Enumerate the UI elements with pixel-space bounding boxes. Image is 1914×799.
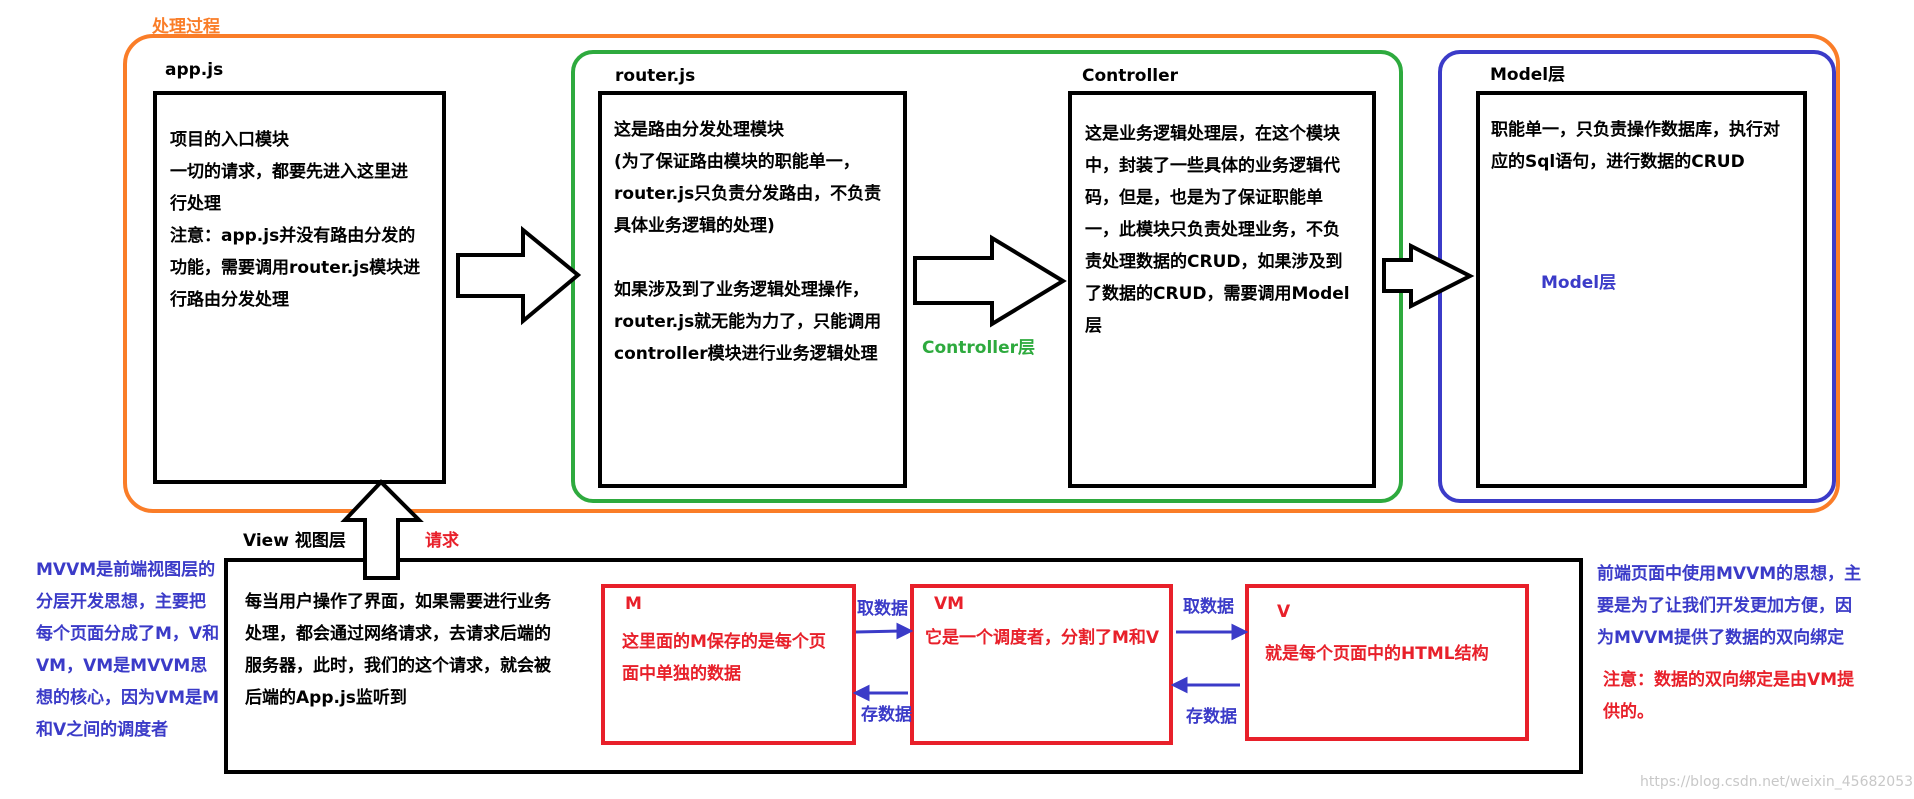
- controller-box: [1068, 91, 1376, 488]
- vm-text: 它是一个调度者，分割了M和V: [925, 628, 1160, 648]
- appjs-text: 项目的入口模块 一切的请求，都要先进入这里进 行处理 注意：app.js并没有路…: [170, 130, 421, 310]
- arrow-get-m-vm: [855, 622, 914, 640]
- v-label: V: [1277, 602, 1291, 622]
- view-text: 每当用户操作了界面，如果需要进行业务 处理，都会通过网络请求，去请求后端的 服务…: [245, 592, 551, 708]
- arrow-get-vm-v: [1176, 623, 1249, 641]
- appjs-label: app.js: [165, 60, 224, 80]
- process-title: 处理过程: [152, 17, 220, 37]
- arrow-store-vm-m: [852, 684, 908, 702]
- controller-label: Controller: [1082, 66, 1179, 86]
- vm-label: VM: [934, 594, 965, 614]
- arrow-app-to-router: [456, 225, 582, 326]
- v-box: [1245, 584, 1529, 741]
- router-label: router.js: [615, 66, 696, 86]
- controller-layer-label: Controller层: [922, 338, 1036, 358]
- watermark: https://blog.csdn.net/weixin_45682053: [1640, 774, 1914, 790]
- m-label: M: [625, 594, 642, 614]
- arrow-router-to-controller: [913, 234, 1067, 328]
- right-note-warning: 注意：数据的双向绑定是由VM提 供的。: [1603, 670, 1855, 722]
- arrow-store-v-vm: [1170, 676, 1240, 694]
- m-box: [601, 584, 856, 745]
- vm-box: [910, 584, 1173, 745]
- v-text: 就是每个页面中的HTML结构: [1265, 644, 1489, 664]
- store-label-2: 存数据: [1186, 707, 1237, 727]
- request-label: 请求: [425, 531, 459, 551]
- arrow-request-up: [340, 479, 424, 580]
- model-label: Model层: [1490, 65, 1566, 85]
- view-box: [224, 558, 1583, 774]
- model-box: [1476, 91, 1807, 488]
- get-label-1: 取数据: [857, 599, 908, 619]
- model-inner-label: Model层: [1541, 273, 1617, 293]
- model-text: 职能单一，只负责操作数据库，执行对 应的Sql语句，进行数据的CRUD: [1491, 120, 1780, 172]
- view-label: View 视图层: [243, 531, 346, 551]
- m-text: 这里面的M保存的是每个页 面中单独的数据: [622, 632, 826, 684]
- arrow-controller-to-model: [1382, 242, 1475, 310]
- router-text: 这是路由分发处理模块 (为了保证路由模块的职能单一， router.js只负责分…: [614, 120, 882, 364]
- process-frame: [123, 34, 1840, 513]
- controller-text: 这是业务逻辑处理层，在这个模块 中，封装了一些具体的业务逻辑代 码，但是，也是为…: [1085, 124, 1350, 336]
- appjs-box: [153, 91, 446, 484]
- get-label-2: 取数据: [1183, 597, 1234, 617]
- router-box: [598, 91, 907, 488]
- right-note: 前端页面中使用MVVM的思想，主 要是为了让我们开发更加方便，因 为MVVM提供…: [1597, 564, 1862, 648]
- left-note: MVVM是前端视图层的 分层开发思想，主要把 每个页面分成了M，V和 VM，VM…: [36, 560, 220, 740]
- store-label-1: 存数据: [861, 705, 912, 725]
